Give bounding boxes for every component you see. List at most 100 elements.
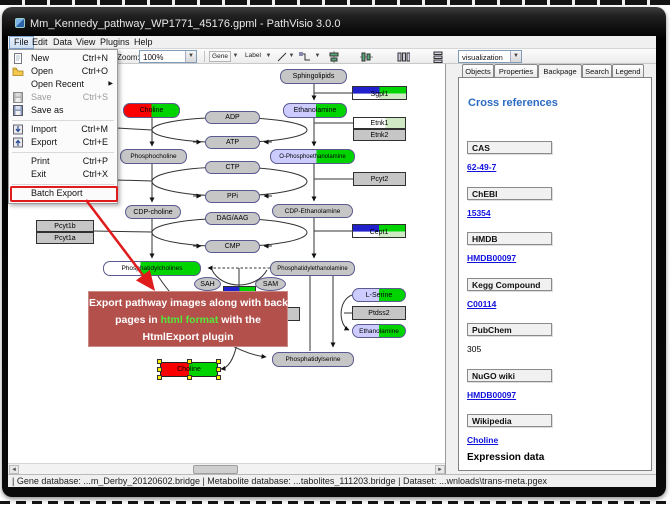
- node-phosphatidylethanolamine[interactable]: Phosphatidylethanolamine: [270, 261, 355, 276]
- selection-handle[interactable]: [216, 367, 221, 372]
- top-dashed-border: [0, 0, 670, 5]
- scroll-left-arrow[interactable]: ◄: [9, 465, 19, 474]
- menu-view[interactable]: View: [76, 37, 96, 47]
- node-l-serine[interactable]: L-Serine: [352, 288, 406, 302]
- file-menu-item-batch-export[interactable]: Batch Export: [31, 188, 83, 198]
- tab-legend[interactable]: Legend: [612, 64, 644, 77]
- menu-help[interactable]: Help: [134, 37, 153, 47]
- node-pcyt1a[interactable]: Pcyt1a: [36, 232, 94, 244]
- node-sphingolipids[interactable]: Sphingolipids: [280, 69, 347, 84]
- node-dag-aag[interactable]: DAG/AAG: [205, 212, 260, 225]
- node-ppi[interactable]: PPi: [205, 190, 260, 203]
- node-phosphocholine[interactable]: Phosphocholine: [120, 149, 187, 164]
- node-cmp[interactable]: CMP: [205, 240, 260, 253]
- menu-file[interactable]: File: [9, 36, 34, 49]
- gene-datanode-button[interactable]: Gene: [209, 51, 231, 62]
- xref-value-nugo-wiki[interactable]: HMDB00097: [467, 389, 517, 400]
- import-icon: [12, 124, 24, 135]
- connector-tool-icon[interactable]: [299, 51, 313, 63]
- pathway-edge: [93, 230, 153, 233]
- xref-value-kegg-compound[interactable]: C00114: [467, 298, 497, 309]
- zoom-dropdown-arrow[interactable]: ▼: [185, 51, 196, 62]
- selection-handle[interactable]: [216, 375, 221, 380]
- line-tool-icon[interactable]: [276, 51, 288, 63]
- node-atp[interactable]: ATP: [205, 136, 260, 149]
- scrollbar-thumb[interactable]: [193, 465, 238, 474]
- menu-edit[interactable]: Edit: [32, 37, 48, 47]
- toolbar: Zoom: 100% ▼ Gene ▼ Label ▼ ▼ ▼ visualiz…: [8, 49, 656, 64]
- gene-dropdown-arrow[interactable]: ▼: [232, 53, 239, 59]
- node-cdp-choline[interactable]: CDP-choline: [125, 205, 181, 219]
- node-etnk1[interactable]: Etnk1: [353, 117, 406, 129]
- line-dropdown-arrow[interactable]: ▼: [288, 53, 295, 59]
- file-menu-item-open-recent[interactable]: Open Recent▶: [31, 79, 113, 89]
- tab-search[interactable]: Search: [582, 64, 612, 77]
- connector-dropdown-arrow[interactable]: ▼: [314, 53, 321, 59]
- node-sam[interactable]: SAM: [255, 277, 286, 291]
- selection-handle[interactable]: [157, 367, 162, 372]
- selection-handle[interactable]: [157, 359, 162, 364]
- label-button[interactable]: Label: [245, 52, 261, 59]
- visualization-dropdown-arrow[interactable]: ▼: [510, 51, 521, 62]
- node-o-phosphoethanolamine[interactable]: O-Phosphoethanolamine: [270, 149, 355, 164]
- node-pcyt1b[interactable]: Pcyt1b: [36, 220, 94, 232]
- align-middle-icon[interactable]: [360, 51, 373, 63]
- node-phosphatidylcholines[interactable]: Phosphatidylcholines: [103, 261, 201, 276]
- save-as-icon: [12, 105, 24, 116]
- canvas-horizontal-scrollbar[interactable]: ◄ ►: [8, 463, 445, 474]
- status-bar: | Gene database: ...m_Derby_20120602.bri…: [8, 474, 656, 487]
- xref-value-chebi[interactable]: 15354: [467, 207, 491, 218]
- app-icon: [15, 18, 25, 28]
- tab-properties[interactable]: Properties: [494, 64, 538, 77]
- node-etnk2[interactable]: Etnk2: [353, 129, 406, 141]
- node-choline-top[interactable]: Choline: [123, 103, 180, 118]
- node-sgpl1[interactable]: Sgpl1: [352, 86, 407, 100]
- node-ethanolamine-top[interactable]: Ethanolamine: [283, 103, 347, 118]
- node-ptdss2[interactable]: Ptdss2: [352, 306, 406, 320]
- node-cdp-ethanolamine[interactable]: CDP-Ethanolamine: [272, 204, 353, 218]
- menu-data[interactable]: Data: [53, 37, 73, 47]
- xref-value-wikipedia[interactable]: Choline: [467, 435, 499, 445]
- selection-handle[interactable]: [186, 359, 192, 364]
- tab-objects[interactable]: Objects: [462, 64, 494, 77]
- file-menu-item-save-as[interactable]: Save as: [9, 104, 117, 117]
- node-pcyt2[interactable]: Pcyt2: [353, 172, 406, 186]
- node-ctp[interactable]: CTP: [205, 161, 260, 174]
- selection-handle[interactable]: [186, 375, 192, 380]
- open-folder-icon: [12, 66, 24, 77]
- node-cept1[interactable]: Cept1: [352, 224, 406, 238]
- distribute-horizontal-icon[interactable]: [397, 51, 410, 63]
- selection-handle[interactable]: [157, 375, 162, 380]
- panel-splitter[interactable]: [447, 64, 456, 474]
- visualization-combobox[interactable]: visualization ▼: [458, 50, 522, 63]
- xref-value-hmdb[interactable]: HMDB00097: [467, 253, 517, 263]
- node-adp[interactable]: ADP: [205, 111, 260, 124]
- node-ethanolamine-bottom[interactable]: Ethanolamine: [352, 324, 406, 338]
- distribute-vertical-icon[interactable]: [432, 51, 445, 63]
- tab-backpage[interactable]: Backpage: [538, 64, 582, 78]
- node-phosphatidylserine[interactable]: Phosphatidylserine: [272, 352, 354, 367]
- label-dropdown-arrow[interactable]: ▼: [265, 53, 272, 59]
- batch-export-highlight-box: [10, 186, 118, 202]
- menu-separator: [9, 181, 117, 187]
- submenu-arrow-icon: ▶: [108, 81, 113, 87]
- xref-section-cas: CAS: [467, 141, 552, 154]
- align-center-icon[interactable]: [328, 51, 341, 63]
- export-icon: [12, 137, 24, 148]
- xref-value-cas[interactable]: 62-49-7: [467, 162, 497, 172]
- selection-handle[interactable]: [216, 359, 221, 364]
- zoom-label: Zoom:: [117, 53, 140, 62]
- scroll-right-arrow[interactable]: ►: [435, 465, 445, 474]
- xref-section-nugo-wiki: NuGO wiki: [467, 368, 552, 382]
- zoom-combobox[interactable]: 100% ▼: [139, 50, 197, 63]
- node-sah[interactable]: SAH: [194, 277, 221, 291]
- menu-plugins[interactable]: Plugins: [100, 37, 130, 47]
